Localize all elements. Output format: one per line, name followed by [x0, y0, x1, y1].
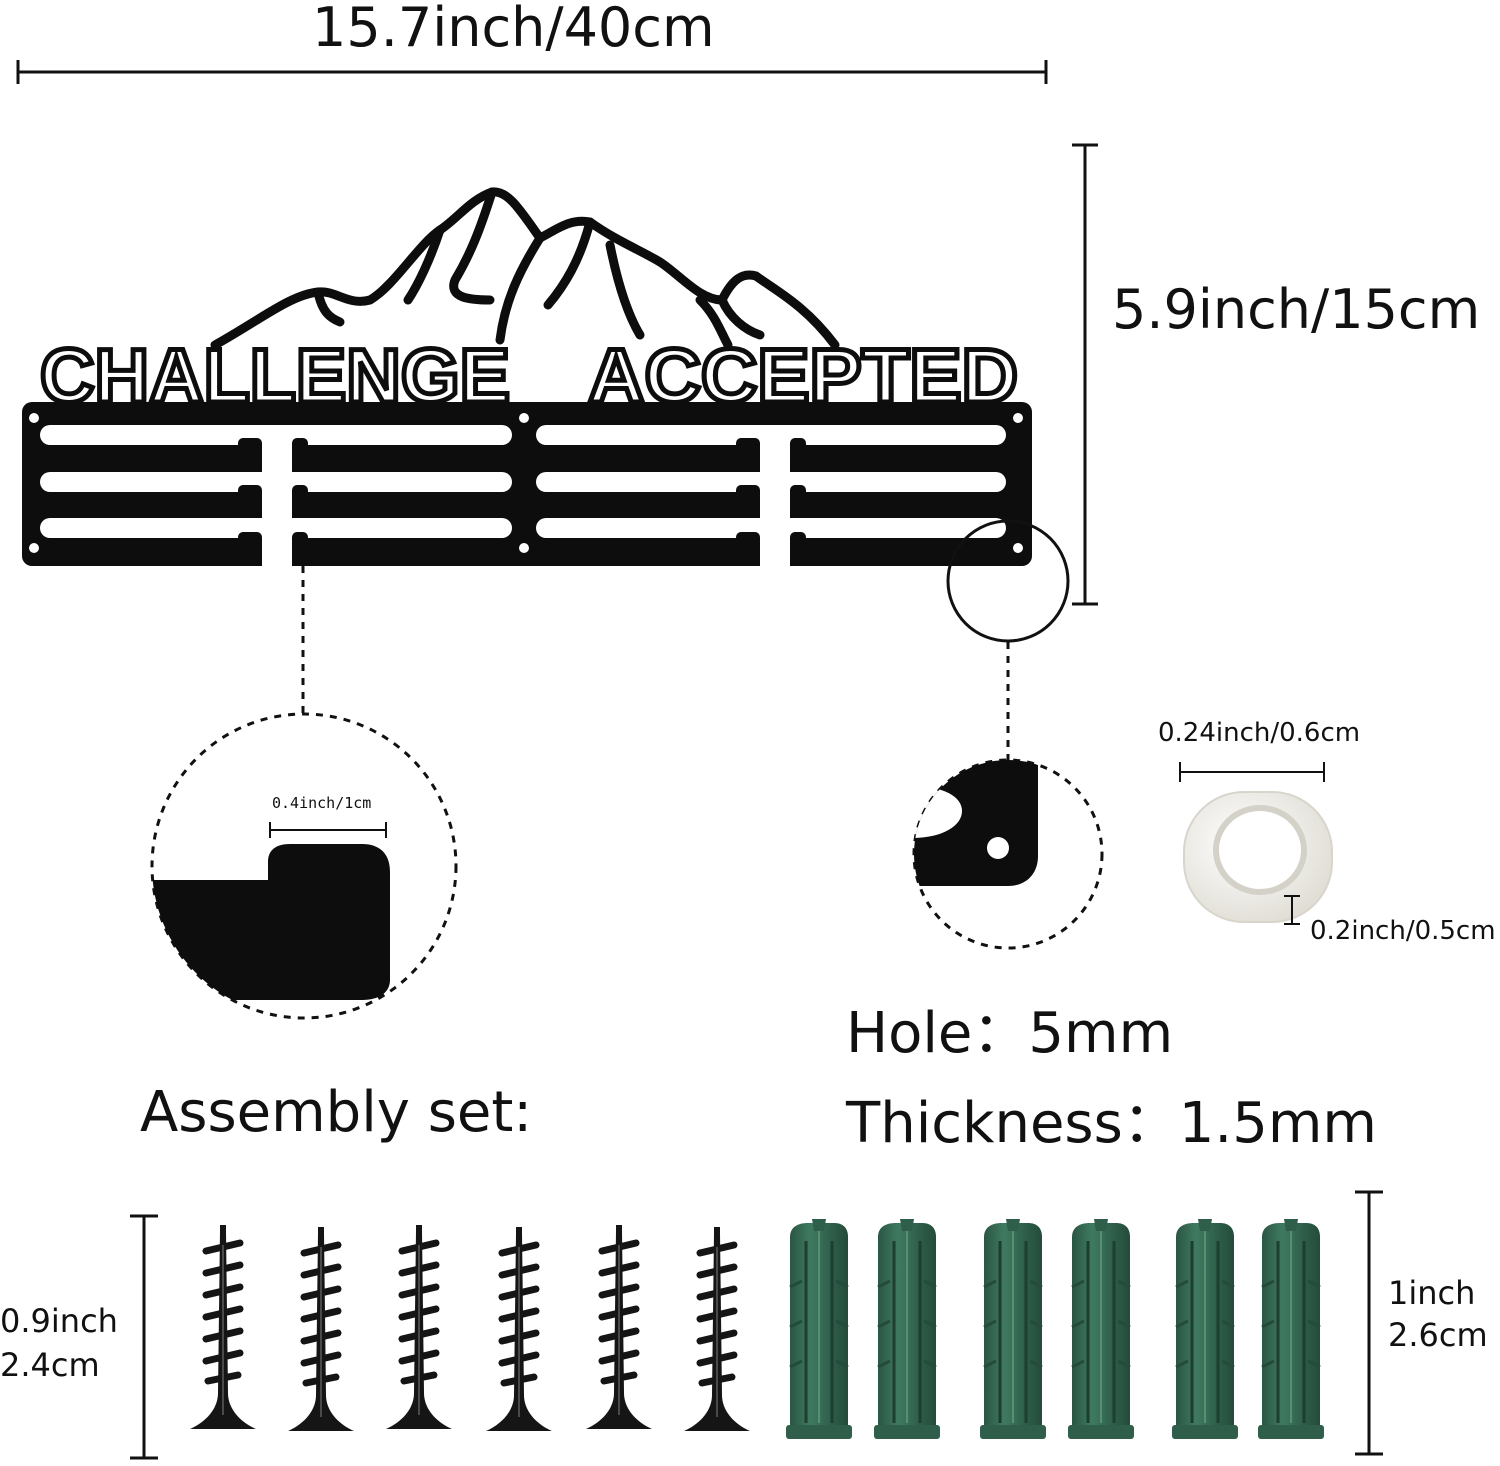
screw-icon [684, 1227, 750, 1431]
medal-rack: CHALLENGE ACCEPTED [22, 187, 1032, 568]
spacer-thickness-label: 0.2inch/0.5cm [1310, 916, 1496, 946]
screw-icon [586, 1225, 652, 1429]
hole-spec: Hole：5mm [846, 1001, 1174, 1066]
thickness-spec: Thickness：1.5mm [846, 1091, 1377, 1156]
wall-anchor-icon [1256, 1217, 1326, 1441]
screw-dimension-line [130, 1214, 158, 1460]
screw-icon [190, 1225, 256, 1429]
wall-anchor-icon [978, 1217, 1048, 1441]
screw-icon [386, 1225, 452, 1429]
hook-width-label: 0.4inch/1cm [272, 794, 372, 812]
anchors-group [784, 1217, 1326, 1441]
screw-length-inch: 0.9inch [0, 1302, 118, 1340]
wall-anchor-icon [784, 1217, 854, 1441]
screw-icon [486, 1227, 552, 1431]
spacer-diameter-label: 0.24inch/0.6cm [1158, 718, 1361, 748]
wall-anchor-icon [1066, 1217, 1136, 1441]
anchor-length-inch: 1inch [1388, 1274, 1476, 1312]
anchor-dimension-line [1355, 1190, 1383, 1456]
wall-anchor-icon [1170, 1217, 1240, 1441]
width-dimension-label: 15.7inch/40cm [312, 0, 715, 59]
screw-icon [288, 1227, 354, 1431]
anchor-length-cm: 2.6cm [1388, 1316, 1488, 1354]
screws-group [190, 1225, 770, 1445]
assembly-set-title: Assembly set: [140, 1080, 533, 1145]
mountain-silhouette [210, 187, 840, 350]
hole-detail [912, 758, 1104, 950]
height-dimension-label: 5.9inch/15cm [1112, 278, 1481, 341]
nylon-spacer [1179, 762, 1333, 925]
screw-length-cm: 2.4cm [0, 1346, 100, 1384]
wall-anchor-icon [872, 1217, 942, 1441]
height-dimension-line [1072, 143, 1098, 606]
hook-detail [150, 712, 458, 1020]
width-dimension-line [16, 60, 1048, 84]
